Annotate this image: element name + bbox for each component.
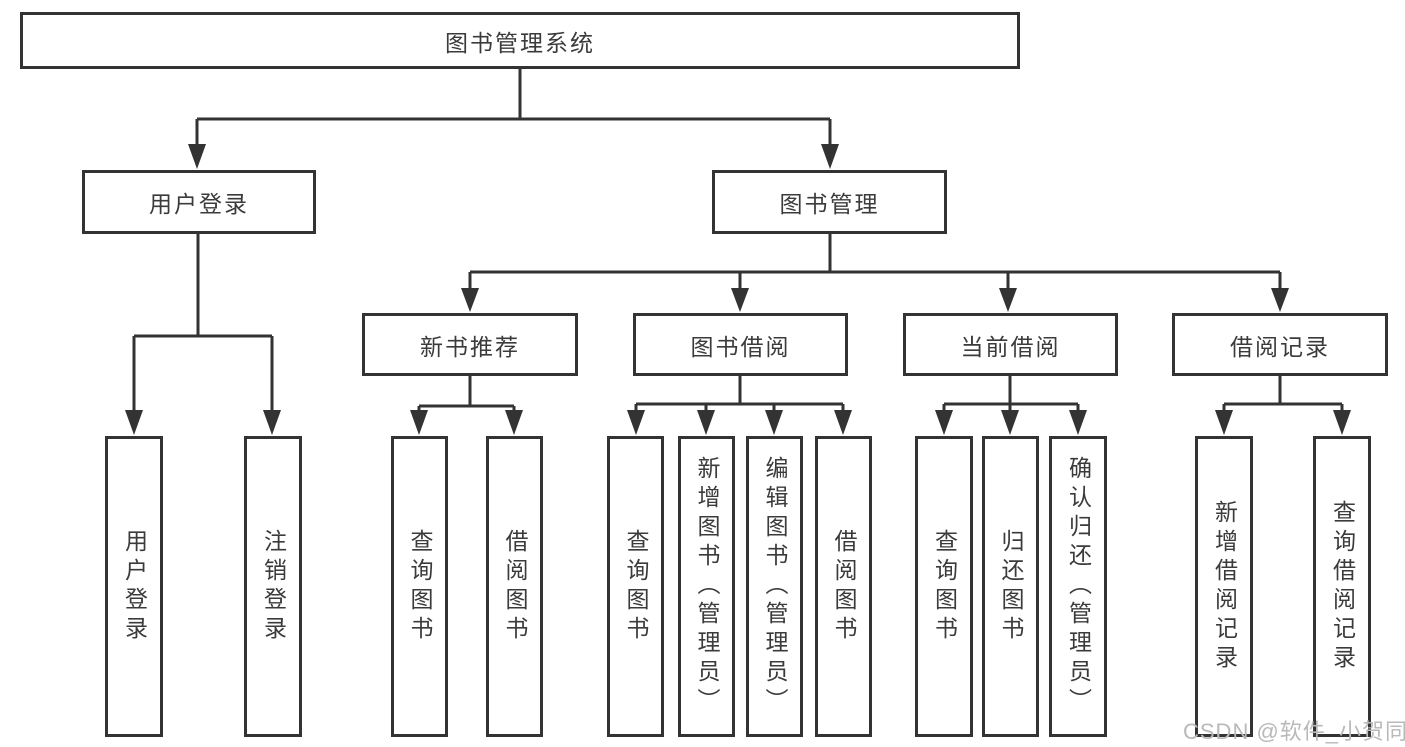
connector-current-children xyxy=(935,374,1087,435)
leaf-recommend-query-book: 查询图书 xyxy=(391,436,448,737)
watermark: CSDN @软件_小贺同学 xyxy=(1183,719,1405,744)
leaf-current-return-book: 归还图书 xyxy=(982,436,1039,737)
leaf-logout: 注销登录 xyxy=(244,436,302,737)
node-root-label: 图书管理系统 xyxy=(445,29,595,56)
leaf-borrow-add-book-admin: 新增图书（管理员） xyxy=(678,436,735,737)
connector-records-children xyxy=(1215,374,1351,435)
node-borrow-records: 借阅记录 xyxy=(1172,313,1388,376)
node-user-login-label: 用户登录 xyxy=(149,191,249,217)
leaf-user-login: 用户登录 xyxy=(105,436,163,737)
leaf-records-add-record: 新增借阅记录 xyxy=(1195,436,1253,737)
connector-borrow-children xyxy=(627,374,852,435)
node-book-borrow: 图书借阅 xyxy=(633,313,848,376)
node-root: 图书管理系统 xyxy=(20,12,1020,69)
leaf-records-query-record: 查询借阅记录 xyxy=(1313,436,1371,737)
node-book-management: 图书管理 xyxy=(712,170,947,234)
leaf-current-query-book: 查询图书 xyxy=(915,436,973,737)
leaf-borrow-borrow-book: 借阅图书 xyxy=(815,436,872,737)
node-book-management-label: 图书管理 xyxy=(779,191,880,217)
leaf-borrow-query-book: 查询图书 xyxy=(607,436,664,737)
leaf-current-confirm-return-admin: 确认归还（管理员） xyxy=(1049,436,1107,737)
node-current-borrow: 当前借阅 xyxy=(903,313,1118,376)
node-new-book-recommend: 新书推荐 xyxy=(362,313,578,376)
connector-book-management-sections xyxy=(461,233,1289,312)
connector-recommend-children xyxy=(410,374,523,435)
node-user-login: 用户登录 xyxy=(82,170,316,234)
leaf-recommend-borrow-book: 借阅图书 xyxy=(486,436,543,737)
connector-user-login-children xyxy=(125,232,281,435)
leaf-borrow-edit-book-admin: 编辑图书（管理员） xyxy=(746,436,803,737)
connector-root-to-level2 xyxy=(188,68,839,169)
